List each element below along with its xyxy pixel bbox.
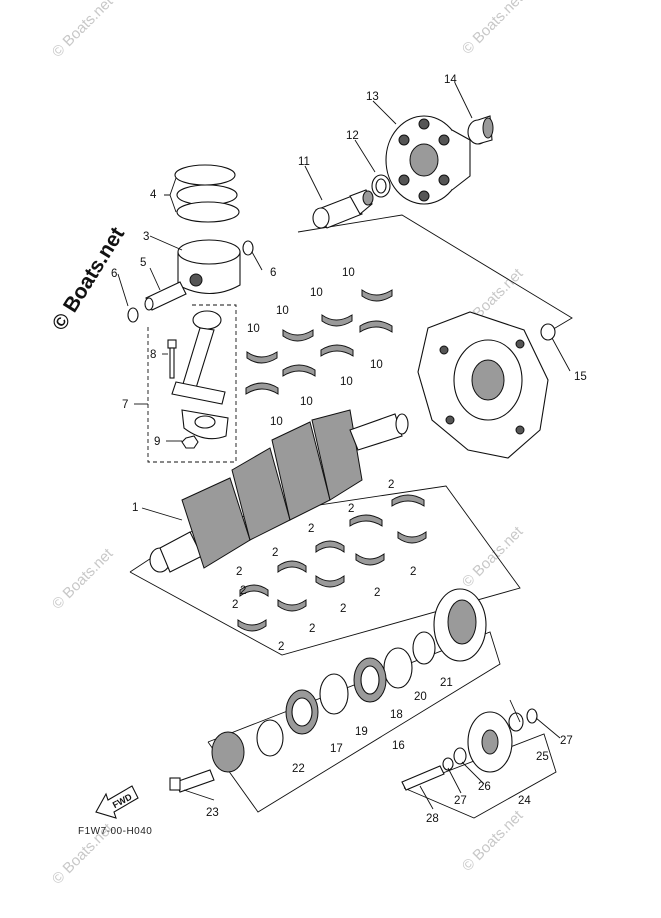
callout-15: 15: [574, 371, 587, 383]
piston-group: [127, 164, 254, 463]
part-19-ring: [383, 647, 413, 689]
callout-10: 10: [342, 267, 355, 279]
bearings-10: [245, 289, 393, 395]
callout-10: 10: [300, 396, 313, 408]
callout-10: 10: [276, 305, 289, 317]
callout-10: 10: [247, 323, 260, 335]
callout-24: 24: [518, 795, 531, 807]
part-27-clip-right: [526, 708, 538, 724]
callout-7: 7: [122, 399, 128, 411]
callout-16: 16: [392, 740, 405, 752]
part-6-clip-left: [127, 307, 139, 323]
callout-6: 6: [270, 267, 276, 279]
watermark-top-left: © Boats.net: [49, 0, 117, 61]
callout-17: 17: [330, 743, 343, 755]
part-7-box: [147, 304, 237, 463]
callout-10: 10: [340, 376, 353, 388]
part-4-ring-low: [176, 201, 240, 223]
callout-5: 5: [140, 257, 146, 269]
callout-2: 2: [340, 603, 346, 615]
callout-22: 22: [292, 763, 305, 775]
part-27-clip-left: [442, 757, 454, 771]
callout-21: 21: [440, 677, 453, 689]
callout-4: 4: [150, 189, 157, 201]
callout-10: 10: [310, 287, 323, 299]
part-9-nut: [181, 435, 199, 449]
callout-23: 23: [206, 807, 219, 819]
callout-2: 2: [272, 547, 278, 559]
callout-2: 2: [308, 523, 314, 535]
callout-2: 2: [236, 566, 242, 578]
part-22-clip: [256, 719, 284, 757]
callout-27: 27: [454, 795, 467, 807]
fwd-arrow-icon: FWD: [95, 785, 139, 819]
gear-group: [401, 708, 557, 819]
part-8-bolt: [167, 339, 177, 379]
part-7-connecting-rod: [171, 310, 229, 440]
bearings-2: [237, 494, 427, 632]
callout-1: 1: [132, 502, 138, 514]
callout-2: 2: [232, 599, 238, 611]
callout-2: 2: [410, 566, 416, 578]
callout-19: 19: [355, 726, 368, 738]
callout-12: 12: [346, 130, 359, 142]
callout-10: 10: [370, 359, 383, 371]
part-14-damper: [467, 115, 494, 145]
callout-27: 27: [560, 735, 573, 747]
callout-13: 13: [366, 91, 379, 103]
callout-2: 2: [240, 585, 246, 597]
callout-2: 2: [388, 479, 394, 491]
callout-11: 11: [298, 156, 310, 168]
part-23-sprag: [211, 731, 245, 773]
part-13-flange: [385, 115, 471, 205]
watermark-bottom-right: © Boats.net: [459, 807, 527, 875]
coupling-outline: [297, 214, 573, 335]
callout-10: 10: [270, 416, 283, 428]
diagram-code: F1W7-00-H040: [78, 826, 152, 837]
callout-3: 3: [143, 231, 149, 243]
callout-20: 20: [414, 691, 427, 703]
watermark-top-right: © Boats.net: [459, 0, 527, 58]
part-4-ring-top: [174, 164, 236, 186]
callout-8: 8: [150, 349, 156, 361]
part-26-washer: [453, 747, 467, 765]
part-20-clip: [412, 631, 436, 665]
callout-6: 6: [111, 268, 117, 280]
part-15-plug: [540, 323, 556, 341]
callout-2: 2: [348, 503, 354, 515]
callout-2: 2: [374, 587, 380, 599]
part-23-bolt: [175, 769, 215, 793]
callouts: 1 2 2 2 2 2 2 2 2 2 2 2 2 3 4 5 6 6 7 8 …: [111, 74, 587, 825]
part-1-crankshaft: [129, 409, 521, 656]
callout-26: 26: [478, 781, 491, 793]
callout-2: 2: [278, 641, 284, 653]
part-25-washer: [508, 712, 524, 732]
callout-28: 28: [426, 813, 439, 825]
callout-14: 14: [444, 74, 457, 86]
watermark-left-lower: © Boats.net: [49, 545, 117, 613]
part-28-shaft: [401, 765, 445, 791]
crankcase-cover: [417, 311, 556, 459]
coupling-group: [297, 115, 573, 335]
part-17-washer: [319, 673, 349, 715]
callout-25: 25: [536, 751, 549, 763]
watermark-right-lower: © Boats.net: [459, 523, 527, 591]
callout-2: 2: [309, 623, 315, 635]
part-11-shaft: [312, 189, 374, 229]
leader-lines: [117, 82, 571, 810]
starter-group: [169, 588, 501, 813]
part-3-piston: [177, 239, 241, 294]
callout-18: 18: [390, 709, 403, 721]
part-6-clip-right: [242, 240, 254, 256]
callout-9: 9: [154, 436, 160, 448]
